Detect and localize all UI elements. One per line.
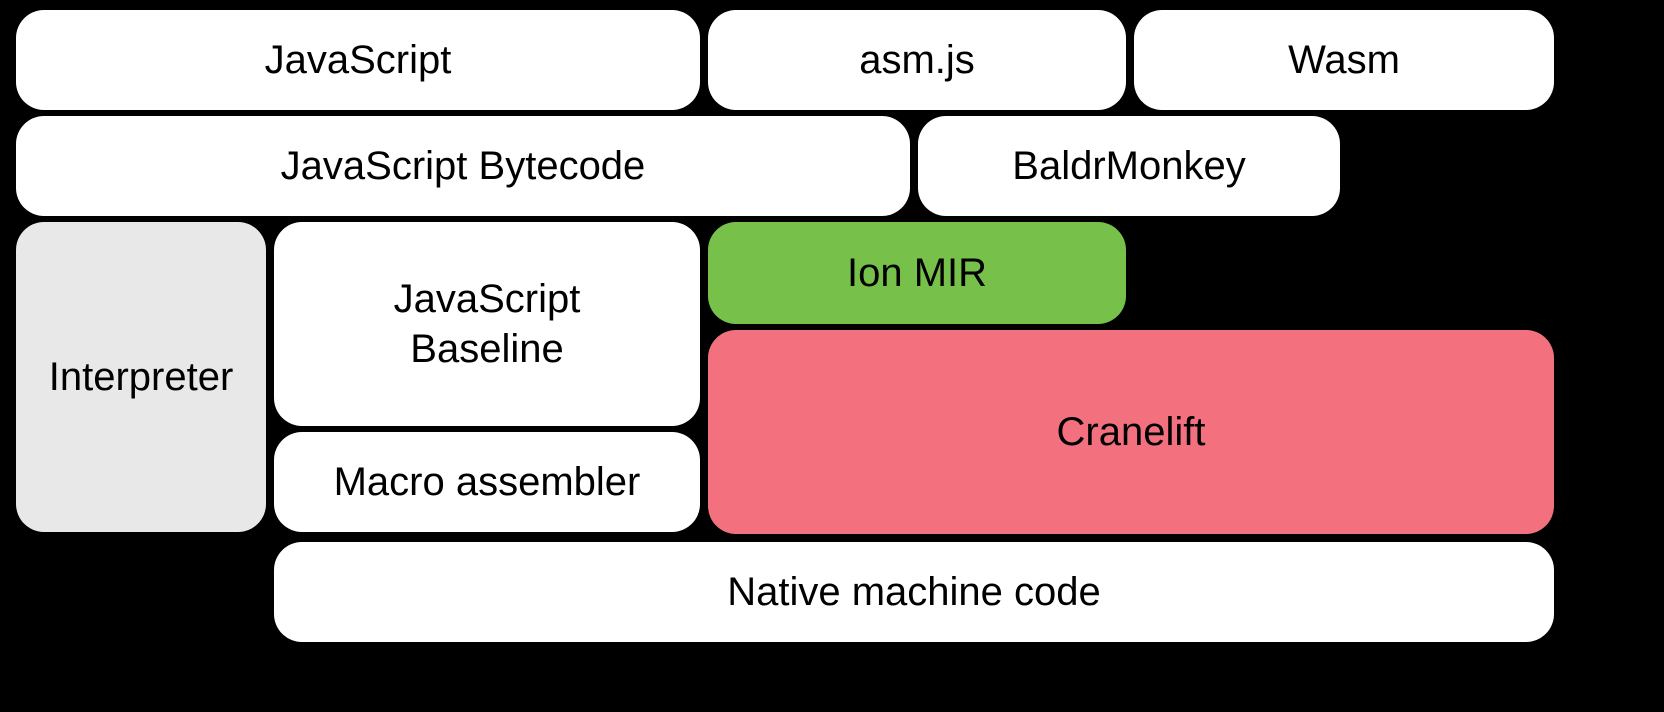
node-asm-js: asm.js [708, 10, 1126, 110]
node-native-machine-code-label: Native machine code [727, 570, 1101, 614]
node-javascript-baseline: JavaScript Baseline [274, 222, 700, 426]
node-javascript: JavaScript [16, 10, 700, 110]
node-asm-js-label: asm.js [859, 38, 975, 82]
node-macro-assembler: Macro assembler [274, 432, 700, 532]
node-javascript-label: JavaScript [264, 38, 452, 82]
node-ion-mir-label: Ion MIR [846, 251, 988, 295]
node-macro-assembler-label: Macro assembler [333, 460, 641, 504]
node-baldrmonkey: BaldrMonkey [918, 116, 1340, 216]
node-javascript-bytecode-label: JavaScript Bytecode [280, 144, 646, 188]
node-javascript-bytecode: JavaScript Bytecode [16, 116, 910, 216]
node-ion-mir: Ion MIR [708, 222, 1126, 324]
node-wasm: Wasm [1134, 10, 1554, 110]
node-wasm-label: Wasm [1288, 38, 1400, 82]
node-javascript-baseline-label: JavaScript Baseline [393, 277, 581, 371]
node-interpreter: Interpreter [16, 222, 266, 532]
node-cranelift-label: Cranelift [1056, 410, 1206, 454]
node-native-machine-code: Native machine code [274, 542, 1554, 642]
node-interpreter-label: Interpreter [48, 355, 234, 399]
node-cranelift: Cranelift [708, 330, 1554, 534]
node-baldrmonkey-label: BaldrMonkey [1012, 144, 1246, 188]
